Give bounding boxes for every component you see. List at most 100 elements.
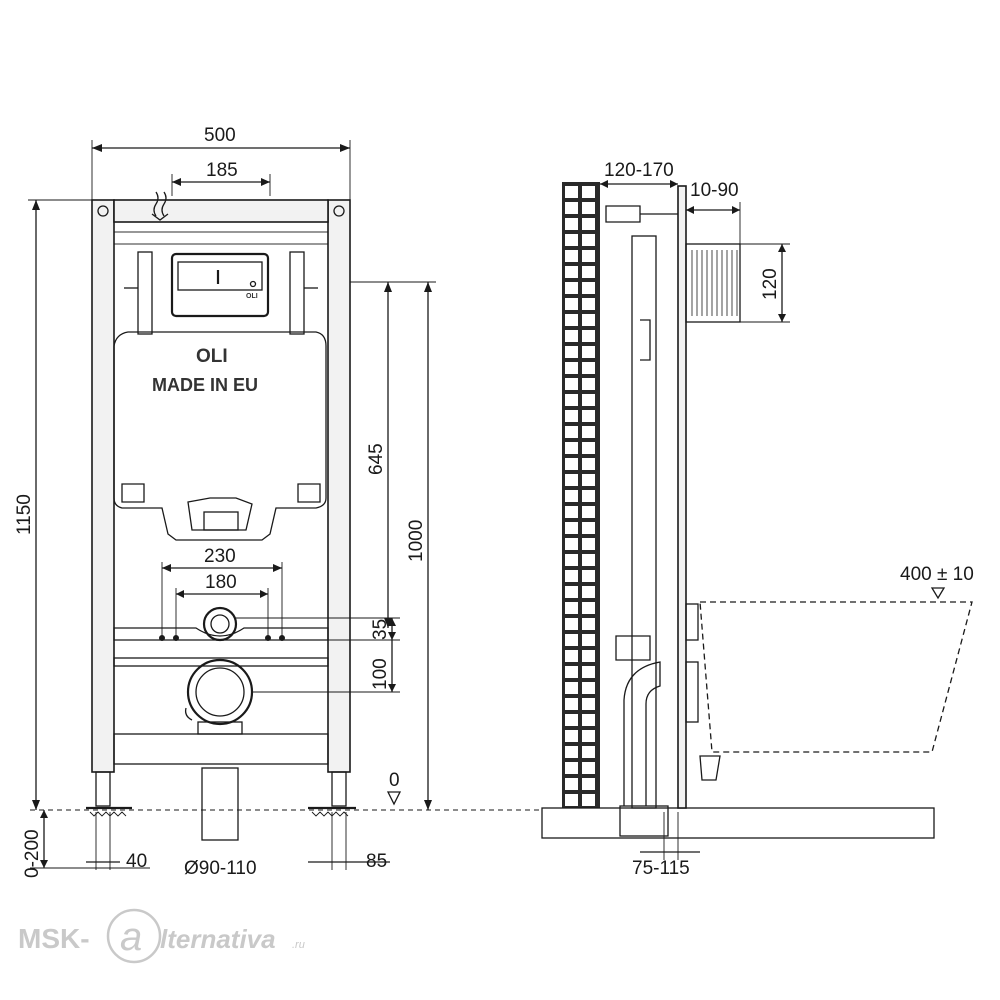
brick-block [582,458,595,470]
brick-block [565,202,578,214]
tank-brand: OLI [196,346,228,367]
flush-opening-inner [177,261,263,291]
dim-height-1000: 1000 [406,520,427,562]
brick-block [565,586,578,598]
brick-block [582,282,595,294]
brick-block [565,650,578,662]
brick-block [565,506,578,518]
brick-block [565,314,578,326]
brick-block [565,186,578,198]
brick-block [582,506,595,518]
brick-block [582,426,595,438]
brick-block [582,698,595,710]
dim-foot-40: 40 [126,851,147,872]
brick-block [565,426,578,438]
cistern-side [631,235,657,809]
bolt-right [333,205,345,217]
brick-block [582,330,595,342]
brick-block [565,746,578,758]
watermark-circle-icon [106,908,162,964]
watermark-letter: a [120,915,142,959]
brick-block [565,218,578,230]
brick-block [565,474,578,486]
brick-block [565,666,578,678]
watermark: MSK- a lternativa .ru [18,908,305,964]
brick-block [565,794,578,806]
brick-block [582,762,595,774]
drain-pipe-side [623,661,661,806]
stud-4 [279,635,285,641]
brick-block [582,442,595,454]
flush-panel-side [685,243,741,323]
brick-block [565,378,578,390]
dim-35: 35 [370,619,391,640]
watermark-suffix: lternativa [160,924,276,954]
frame-side-post [677,185,687,809]
brick-block [582,634,595,646]
brick-block [565,698,578,710]
brick-block [565,778,578,790]
leg-left [95,771,111,807]
brick-block [565,762,578,774]
brick-block [582,362,595,374]
dim-depth-rail: 10-90 [690,180,739,201]
rod-right [289,251,305,335]
brick-block [565,394,578,406]
brick-block [565,250,578,262]
brick-block [565,282,578,294]
wall-bracket [605,205,641,223]
brick-block [582,618,595,630]
floor-level-mark: 0 [389,770,400,791]
frame-post-right [327,199,351,773]
dim-100: 100 [370,658,391,690]
dim-panel-height: 120 [760,268,781,300]
brick-block [565,730,578,742]
lower-rail [113,657,329,667]
brick-block [582,650,595,662]
stud-1 [159,635,165,641]
flush-valve-outlet [187,497,253,531]
stud-3 [265,635,271,641]
brick-block [565,266,578,278]
flush-pipe-outlet [202,606,238,642]
brick-block [582,394,595,406]
mounting-bar [113,627,329,641]
dim-depth-wall: 120-170 [604,160,674,181]
brick-block [582,554,595,566]
brick-block [565,298,578,310]
dim-legs-adjust: 0-200 [22,829,43,878]
drain-pipe-outlet [186,658,254,726]
brick-block [582,538,595,550]
cistern-body [113,331,327,541]
water-inlet-icon [151,191,169,221]
bottom-rail [113,733,329,765]
tank-made-in: MADE IN EU [152,375,258,395]
rod-left [137,251,153,335]
dim-width-180: 180 [205,572,237,593]
brick-block [582,666,595,678]
brick-block [582,218,595,230]
dim-width-230: 230 [204,546,236,567]
brick-block [582,250,595,262]
brick-block [565,554,578,566]
brick-block [565,538,578,550]
brick-block [565,442,578,454]
brick-block [582,266,595,278]
brick-block [582,714,595,726]
brick-block [582,298,595,310]
dim-height-645: 645 [366,443,387,475]
brick-block [565,330,578,342]
brick-block [565,682,578,694]
brick-block [582,682,595,694]
brick-block [582,794,595,806]
brick-block [565,490,578,502]
brick-block [582,746,595,758]
brick-block [582,570,595,582]
brick-block [565,346,578,358]
brick-block [582,410,595,422]
dim-bowl-height: 400 ± 10 [900,564,974,585]
brick-block [582,314,595,326]
tank-small-logo: OLI [246,293,258,300]
brick-block [565,714,578,726]
